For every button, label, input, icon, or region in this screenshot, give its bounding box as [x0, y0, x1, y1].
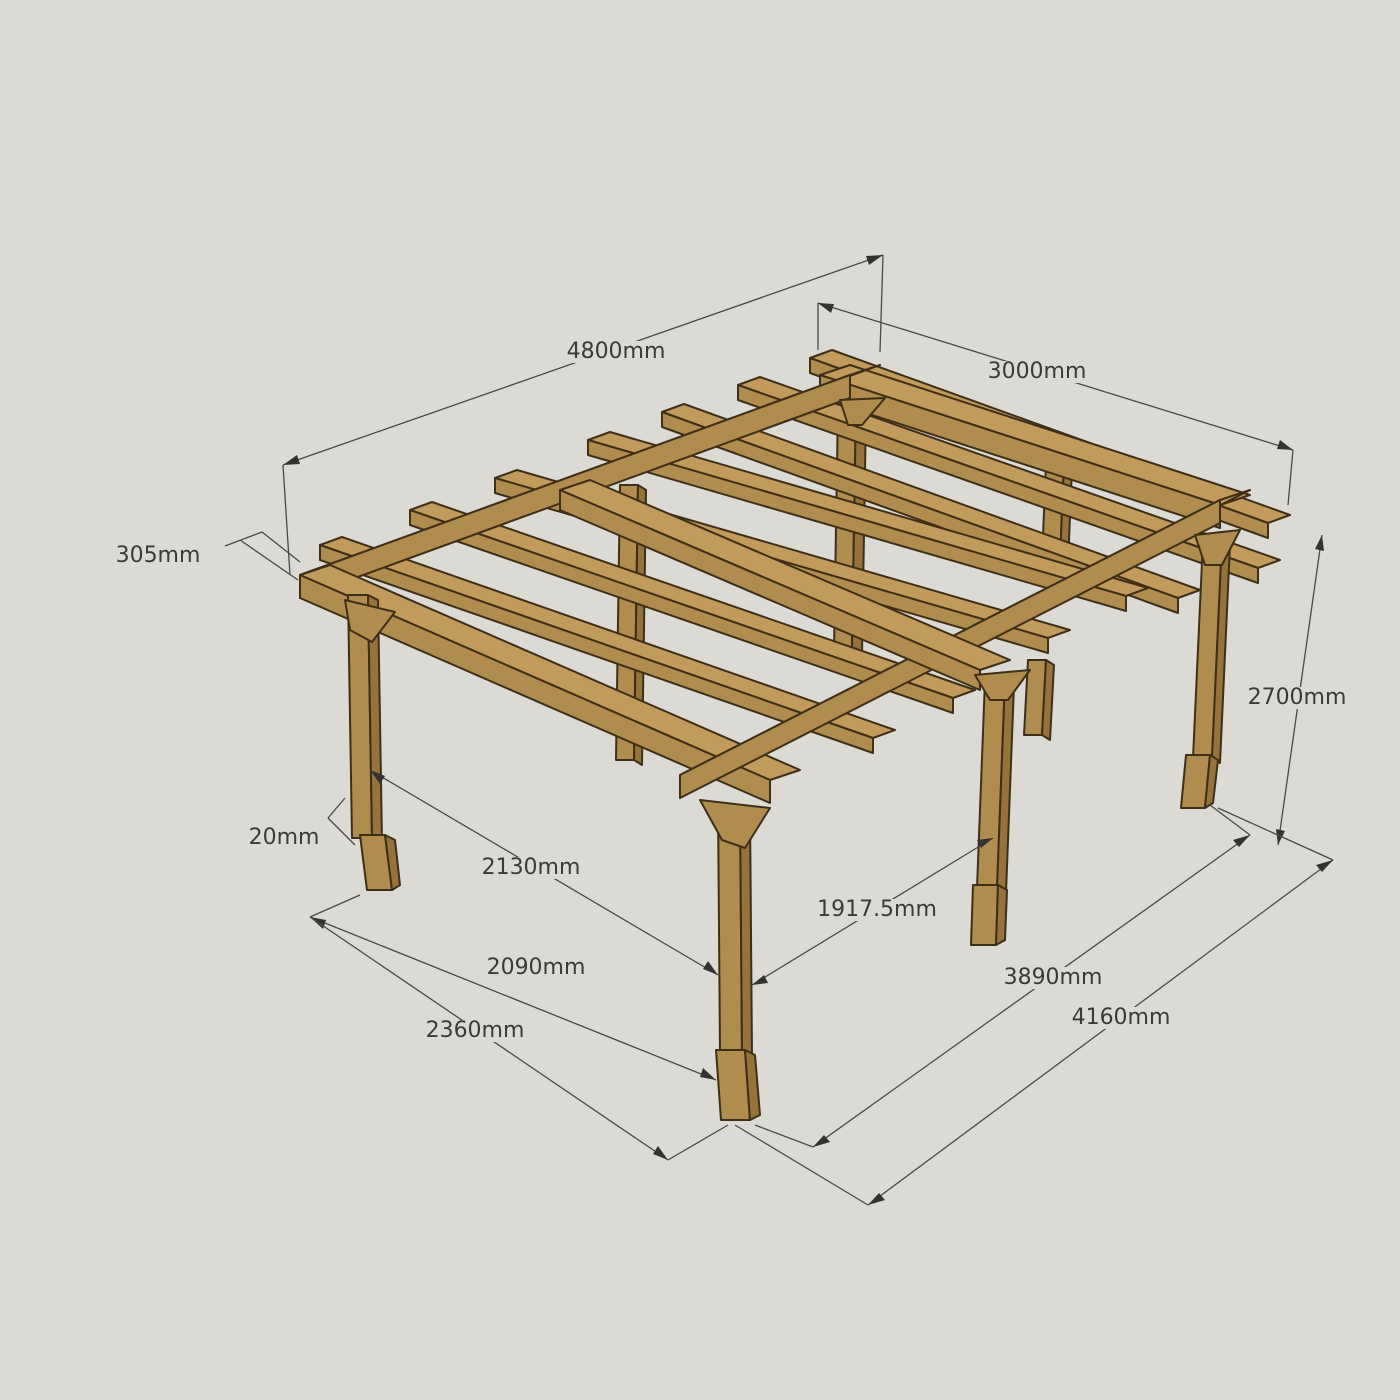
brace-front-left: [344, 599, 396, 643]
main-beams: [299, 364, 1251, 804]
label-20: 20mm: [245, 827, 323, 849]
label-1917: 1917.5mm: [814, 899, 940, 921]
dim-line-2090: [309, 916, 717, 1081]
dim-line-4160: [867, 859, 1334, 1206]
post-foot-front-right: [970, 884, 999, 946]
brace-right-corner: [1194, 529, 1241, 566]
label-2090: 2090mm: [483, 957, 589, 979]
brace-back: [839, 397, 886, 426]
brace-corner: [699, 799, 771, 849]
dim-line-20: [327, 817, 356, 846]
label-2360: 2360mm: [422, 1020, 528, 1042]
label-4160: 4160mm: [1068, 1007, 1174, 1029]
label-2700: 2700mm: [1244, 687, 1350, 709]
label-2130: 2130mm: [478, 857, 584, 879]
label-4800: 4800mm: [563, 341, 669, 363]
dim-line-305: [224, 531, 263, 547]
label-305: 305mm: [112, 545, 204, 567]
label-3000: 3000mm: [984, 361, 1090, 383]
dim-line-3890: [812, 834, 1251, 1148]
brace-right: [974, 669, 1031, 701]
label-3890: 3890mm: [1000, 967, 1106, 989]
front-posts: [344, 397, 1241, 1121]
